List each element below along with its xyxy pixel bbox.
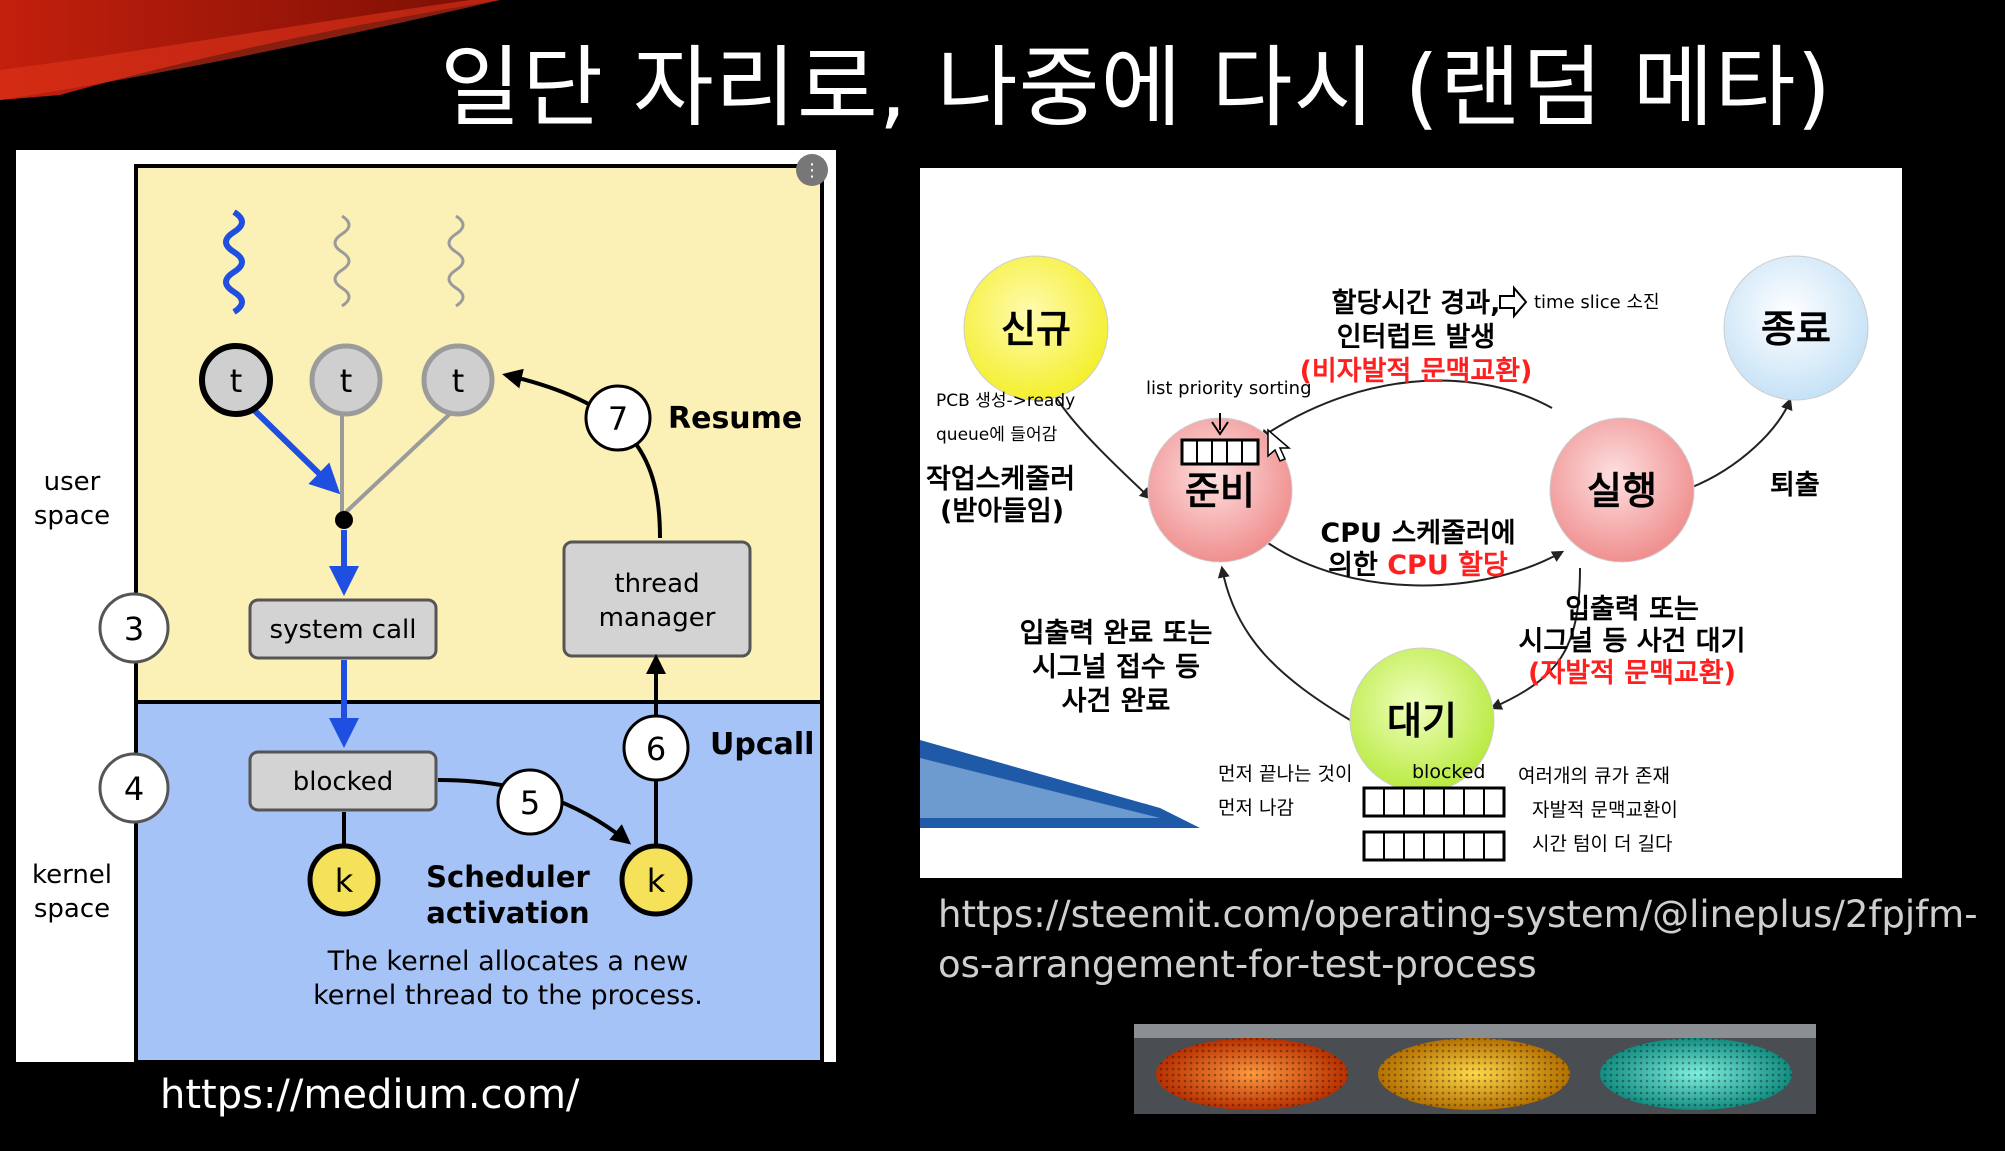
down-arrow-icon (1211, 413, 1229, 436)
first-done-line-1: 먼저 끝나는 것이 (1218, 763, 1352, 785)
kernel-thread-new (619, 843, 693, 917)
job-scheduler-line-1: 작업스케줄러 (926, 464, 1075, 495)
svg-text:k: k (335, 862, 354, 900)
kernel-space-label-1: kernel (32, 860, 112, 890)
blocked-box (248, 750, 438, 812)
state-waiting-label: 대기 (1387, 699, 1457, 743)
user-space-label-1: user (44, 467, 101, 497)
queue-note-2: 자발적 문맥교환이 (1532, 799, 1678, 821)
thread-manager-label-1: thread (614, 569, 699, 599)
preemptive-label: (비자발적 문맥교환) (1300, 356, 1533, 387)
thread-label: t (230, 362, 243, 400)
io-wait-line-2: 시그널 등 사건 대기 (1519, 626, 1746, 657)
kernel-thread-blocked (307, 843, 381, 917)
resume-label: Resume (668, 401, 802, 436)
system-call-box (248, 598, 438, 660)
info-icon (796, 154, 828, 186)
queue-note-1: 여러개의 큐가 존재 (1518, 765, 1670, 787)
red-swoosh-decoration (0, 0, 500, 100)
thread-label: t (340, 362, 353, 400)
state-terminated-label: 종료 (1761, 307, 1831, 351)
time-slice-line-1: 할당시간 경과, (1332, 288, 1501, 319)
blocked-note: blocked (1412, 761, 1486, 783)
right-arrow-icon (1499, 285, 1528, 319)
time-slice-line-2: 인터럽트 발생 (1337, 322, 1495, 353)
state-new (963, 255, 1109, 401)
thread-idle (309, 343, 383, 417)
step-7-badge (584, 384, 652, 452)
io-complete-line-3: 사건 완료 (1062, 686, 1171, 717)
steemit-url-caption[interactable]: https://steemit.com/operating-system/@li… (938, 893, 1978, 986)
kernel-space-label-2: space (34, 894, 110, 924)
step-3-badge (98, 592, 170, 664)
thread-manager-box (562, 540, 752, 658)
traffic-light-image (1134, 1024, 1816, 1114)
list-priority-label: list priority sorting (1146, 378, 1312, 399)
state-running-label: 실행 (1587, 469, 1657, 513)
scheduler-activation-label-1: Scheduler (426, 860, 590, 894)
upcall-label: Upcall (710, 727, 814, 762)
join-point (335, 511, 353, 529)
process-state-diagram: 신규 준비 실행 종료 대기 할당시간 경과, 인터럽트 발생 time sli… (920, 168, 1902, 878)
kernel-note-line-2: kernel thread to the process. (313, 980, 703, 1011)
system-call-label: system call (270, 615, 417, 645)
svg-text:7: 7 (608, 400, 628, 438)
ready-queue-icon (1180, 438, 1260, 466)
svg-text:6: 6 (646, 730, 666, 768)
thread-idle (421, 343, 495, 417)
user-space-label-2: space (34, 501, 110, 531)
first-done-line-2: 먼저 나감 (1218, 797, 1294, 819)
exit-label: 퇴출 (1770, 470, 1820, 501)
pcb-line-2: queue에 들어감 (936, 425, 1058, 445)
state-ready-label: 준비 (1185, 469, 1255, 513)
idle-thread-squiggle (333, 214, 351, 308)
svg-text:3: 3 (124, 610, 144, 648)
thread-manager-label-2: manager (599, 603, 716, 633)
mouse-cursor-icon (1267, 428, 1292, 462)
queue-note-3: 시간 텀이 더 길다 (1532, 833, 1672, 855)
time-slice-note: time slice 소진 (1534, 292, 1660, 313)
waiting-queue-icon (1362, 830, 1506, 862)
running-thread-squiggle (223, 209, 245, 315)
slide-title: 일단 자리로, 나중에 다시 (랜덤 메타) (440, 36, 1832, 139)
scheduler-activation-label-2: activation (426, 896, 589, 930)
cpu-scheduler-line-2: 의한 CPU 할당 (1328, 550, 1508, 581)
state-terminated (1723, 255, 1869, 401)
kernel-note-line-1: The kernel allocates a new (327, 946, 689, 977)
svg-text:k: k (647, 862, 666, 900)
blocked-label: blocked (293, 767, 394, 797)
waiting-queue-icon (1362, 786, 1506, 818)
step-6-badge (622, 714, 690, 782)
thread-label: t (452, 362, 465, 400)
state-new-label: 신규 (1001, 307, 1071, 351)
step-4-badge (98, 752, 170, 824)
idle-thread-squiggle (447, 214, 465, 308)
io-complete-line-1: 입출력 완료 또는 (1020, 618, 1213, 649)
step-5-badge (496, 768, 564, 836)
svg-text:4: 4 (124, 770, 144, 808)
io-wait-line-1: 입출력 또는 (1565, 594, 1699, 625)
voluntary-label: (자발적 문맥교환) (1528, 658, 1736, 689)
svg-text:5: 5 (520, 784, 540, 822)
svg-text:⋮: ⋮ (803, 160, 821, 181)
scheduler-activation-diagram: ⋮ user space kernel space t t t system c… (16, 150, 836, 1062)
medium-url-caption[interactable]: https://medium.com/ (160, 1072, 580, 1118)
io-complete-line-2: 시그널 접수 등 (1032, 652, 1200, 683)
cpu-scheduler-line-1: CPU 스케줄러에 (1320, 518, 1515, 549)
job-scheduler-line-2: (받아들임) (940, 496, 1064, 527)
state-running (1549, 417, 1695, 563)
pcb-line-1: PCB 생성->ready (936, 391, 1075, 411)
thread-running (199, 343, 273, 417)
